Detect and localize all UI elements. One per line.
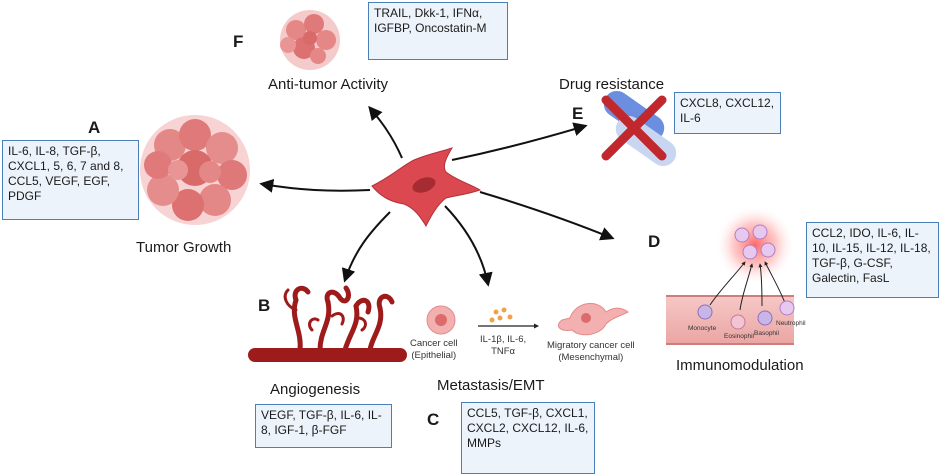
angiogenesis-label: Angiogenesis xyxy=(270,381,361,398)
cytokines-label-line2: TNFα xyxy=(491,346,516,357)
monocyte-label: Monocyte xyxy=(688,325,717,332)
epithelial-cancer-cell-icon xyxy=(426,305,456,335)
cytokine-dots-icon xyxy=(489,307,513,323)
migratory-cell-label-line1: Migratory cancer cell xyxy=(547,340,635,351)
cancer-cell-label-line2: (Epithelial) xyxy=(411,350,457,361)
drug-resistance-label: Drug resistance xyxy=(559,76,665,93)
cytokines-label-line1: IL-1β, IL-6, xyxy=(480,334,527,345)
panel-letter-b: B xyxy=(258,296,271,315)
neutrophil-label: Neutrophil xyxy=(776,320,806,327)
immunomodulation-vessel-icon xyxy=(666,205,795,345)
tumor-growth-label: Tumor Growth xyxy=(136,239,232,256)
tumor-growth-factors-box: IL-6, IL-8, TGF-β, CXCL1, 5, 6, 7 and 8,… xyxy=(2,140,139,220)
anti-tumor-factors-box: TRAIL, Dkk-1, IFNα, IGFBP, Oncostatin-M xyxy=(368,2,508,60)
cytokines-label: IL-1β, IL-6, TNFα xyxy=(480,334,526,358)
metastasis-emt-label: Metastasis/EMT xyxy=(437,377,545,394)
panel-letter-f: F xyxy=(233,32,244,51)
panel-letter-c: C xyxy=(427,410,440,429)
drug-resistance-factors-box: CXCL8, CXCL12, IL-6 xyxy=(674,92,781,134)
angiogenesis-factors-box: VEGF, TGF-β, IL-6, IL-8, IGF-1, β-FGF xyxy=(255,404,392,448)
panel-letter-e: E xyxy=(572,104,584,123)
cancer-cell-label: Cancer cell (Epithelial) xyxy=(410,338,458,362)
effect-arrows xyxy=(259,105,615,287)
basophil-label: Basophil xyxy=(754,330,779,337)
migratory-cell-label: Migratory cancer cell (Mesenchymal) xyxy=(547,340,635,364)
migratory-cell-label-line2: (Mesenchymal) xyxy=(558,352,624,363)
immunomodulation-label: Immunomodulation xyxy=(676,357,804,374)
tumor-growth-icon xyxy=(140,115,250,225)
immunomodulation-factors-box: CCL2, IDO, IL-6, IL-10, IL-15, IL-12, IL… xyxy=(806,222,939,298)
anti-tumor-cluster-icon xyxy=(280,10,340,70)
drug-pill-blocked-icon xyxy=(601,90,677,167)
eosinophil-label: Eosinophil xyxy=(724,333,754,340)
panel-letter-a: A xyxy=(88,118,101,137)
cancer-cell-label-line1: Cancer cell xyxy=(410,338,458,349)
mesenchymal-cancer-cell-icon xyxy=(557,303,629,336)
fibroblast-cell-icon xyxy=(371,147,482,228)
angiogenesis-vessel-icon xyxy=(248,285,407,362)
metastasis-factors-box: CCL5, TGF-β, CXCL1, CXCL2, CXCL12, IL-6,… xyxy=(461,402,595,474)
panel-letter-d: D xyxy=(648,232,661,251)
anti-tumor-activity-label: Anti-tumor Activity xyxy=(268,76,389,93)
